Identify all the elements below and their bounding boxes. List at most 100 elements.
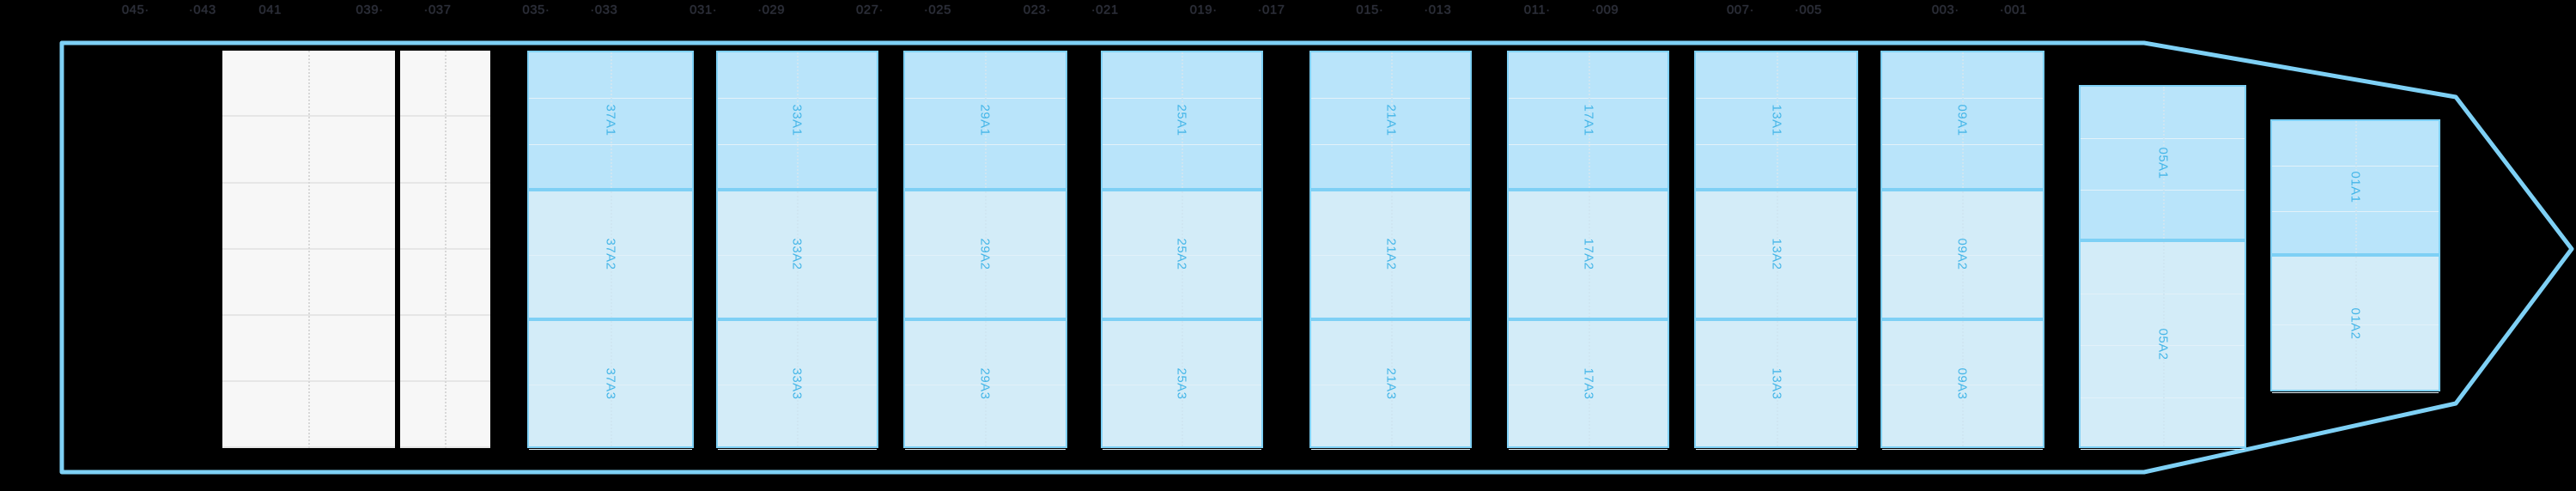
bay-stack[interactable]: 17A3 (1507, 318, 1670, 451)
bay-stack[interactable] (399, 51, 490, 449)
bay-07-05[interactable]: 05A1 05A2 (2079, 85, 2247, 451)
stack-label: 05A2 (2155, 328, 2171, 361)
centerline-marker (797, 52, 799, 189)
bay-stack[interactable]: 21A1 (1309, 51, 1473, 192)
bay-stack[interactable]: 17A2 (1507, 190, 1670, 321)
stack-label: 37A1 (603, 104, 618, 136)
bay-stack[interactable]: 09A1 (1880, 51, 2044, 192)
bay-number-tick: 027· (855, 3, 884, 17)
centerline-marker (1962, 52, 1965, 189)
bay-35-33[interactable]: 33A1 33A2 33A3 (715, 51, 878, 451)
bay-stack[interactable]: 33A1 (715, 51, 878, 192)
centerline-marker (1588, 320, 1590, 447)
bay-number-tick: 019· (1189, 3, 1218, 17)
centerline-marker (1776, 52, 1778, 189)
centerline-marker (1182, 52, 1184, 189)
bay-stack[interactable]: 13A1 (1694, 51, 1859, 192)
bay-number-tick: 045· (121, 3, 149, 17)
stack-row[interactable] (717, 385, 877, 451)
stack-label: 37A2 (603, 238, 618, 270)
stack-label: 33A1 (789, 104, 805, 136)
bay-stack[interactable]: 13A2 (1694, 190, 1859, 321)
centerline-marker (2162, 242, 2165, 447)
bay-39-37[interactable]: 37A1 37A2 37A3 (526, 51, 695, 451)
stack-label: 13A2 (1769, 238, 1784, 270)
centerline-marker (985, 52, 987, 189)
centerline-marker (445, 51, 447, 449)
stack-label: 33A2 (789, 238, 805, 270)
centerline-marker (985, 320, 987, 447)
bay-stack[interactable]: 21A3 (1309, 318, 1473, 451)
bay-number-tick: 023· (1023, 3, 1051, 17)
stack-label: 29A2 (977, 238, 993, 270)
bay-stack[interactable]: 21A2 (1309, 190, 1473, 321)
bay-41[interactable] (399, 51, 490, 449)
centerline-marker (2162, 87, 2165, 239)
stack-row[interactable] (1102, 385, 1261, 451)
stack-label: 17A3 (1581, 367, 1596, 400)
bay-stack[interactable]: 01A1 (2269, 119, 2441, 258)
bay-45-43[interactable] (222, 51, 395, 449)
stack-row[interactable] (2081, 398, 2245, 451)
bay-stack[interactable]: 33A2 (715, 190, 878, 321)
bay-number-tick: 031· (690, 3, 718, 17)
bay-stack[interactable]: 05A2 (2079, 240, 2247, 451)
bay-number-tick: 041 (258, 3, 282, 17)
stack-row[interactable] (1881, 385, 2043, 451)
bay-stack[interactable]: 37A2 (526, 190, 695, 321)
stack-row[interactable] (528, 385, 693, 451)
bay-stack[interactable]: 37A3 (526, 318, 695, 451)
stack-row[interactable] (2271, 325, 2439, 393)
centerline-marker (1390, 191, 1393, 318)
bay-27-25[interactable]: 25A1 25A2 25A3 (1100, 51, 1263, 451)
bay-stack[interactable]: 33A3 (715, 318, 878, 451)
centerline-marker (797, 191, 799, 318)
stack-label: 25A3 (1174, 367, 1189, 400)
bay-stack[interactable]: 29A3 (902, 318, 1067, 451)
bay-number-tick: ·043 (188, 3, 216, 17)
stack-label: 21A2 (1383, 238, 1399, 270)
bay-stack[interactable]: 13A3 (1694, 318, 1859, 451)
bay-stack[interactable]: 25A3 (1100, 318, 1263, 451)
bay-stack[interactable]: 17A1 (1507, 51, 1670, 192)
bay-23-21[interactable]: 21A1 21A2 21A3 (1309, 51, 1473, 451)
centerline-marker (308, 51, 311, 449)
bay-stack[interactable]: 09A3 (1880, 318, 2044, 451)
bay-03-01[interactable]: 01A1 01A2 (2269, 119, 2441, 393)
stack-row[interactable] (1311, 385, 1471, 451)
centerline-marker (2354, 121, 2357, 254)
bay-number-tick: ·013 (1424, 3, 1452, 17)
stack-row[interactable] (904, 385, 1066, 451)
stack-row[interactable] (1696, 385, 1857, 451)
centerline-marker (1182, 320, 1184, 447)
bay-number-tick: ·025 (923, 3, 951, 17)
centerline-marker (1588, 52, 1590, 189)
centerline-marker (1182, 191, 1184, 318)
centerline-marker (797, 320, 799, 447)
bay-stack[interactable]: 25A2 (1100, 190, 1263, 321)
bay-19-17[interactable]: 17A1 17A2 17A3 (1507, 51, 1670, 451)
stack-label: 25A1 (1174, 104, 1189, 136)
stack-label: 21A3 (1383, 367, 1399, 400)
bay-15-13[interactable]: 13A1 13A2 13A3 (1694, 51, 1859, 451)
stack-label: 01A1 (2348, 171, 2363, 203)
bay-number-tick: 035· (522, 3, 550, 17)
bay-stack[interactable]: 25A1 (1100, 51, 1263, 192)
bay-stack[interactable]: 01A2 (2269, 255, 2441, 393)
bay-stack[interactable] (222, 51, 395, 449)
stack-label: 17A2 (1581, 238, 1596, 270)
bay-stack[interactable]: 29A1 (902, 51, 1067, 192)
bay-stack[interactable]: 09A2 (1880, 190, 2044, 321)
centerline-marker (1776, 191, 1778, 318)
centerline-marker (2354, 257, 2357, 390)
bay-stack[interactable]: 37A1 (526, 51, 695, 192)
bay-stack[interactable]: 29A2 (902, 190, 1067, 321)
centerline-marker (1390, 52, 1393, 189)
bay-stack[interactable]: 05A1 (2079, 85, 2247, 243)
stack-row[interactable] (1509, 385, 1668, 451)
centerline-marker (1390, 320, 1393, 447)
bay-31-29[interactable]: 29A1 29A2 29A3 (902, 51, 1067, 451)
